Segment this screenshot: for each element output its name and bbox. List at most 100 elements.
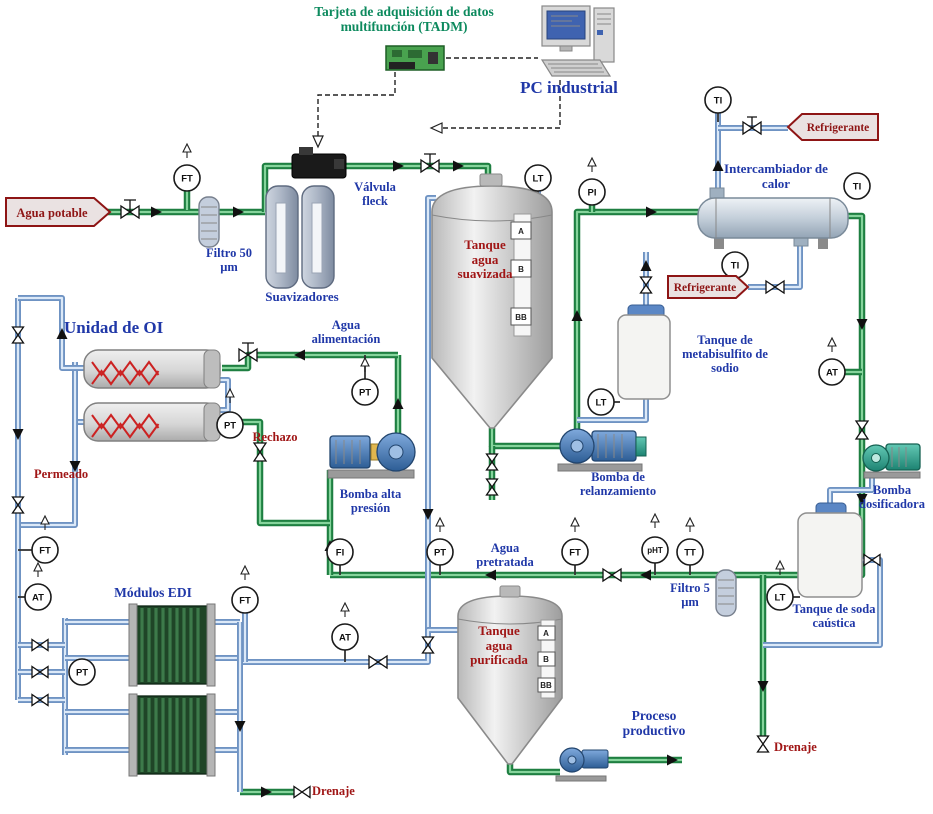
pipe-tank-outlet <box>488 428 560 450</box>
suavizadores-label: Suavizadores <box>265 289 339 304</box>
svg-text:FT: FT <box>39 546 51 557</box>
edi-module-1 <box>128 603 216 687</box>
pipe-soda-suction <box>828 472 874 513</box>
tank-agua-suavizada: A B BB <box>431 173 553 429</box>
tank-agua-purificada: A B BB <box>457 585 563 765</box>
rechazo-label: Rechazo <box>252 430 298 444</box>
valve-tank-inlet <box>420 153 440 174</box>
svg-text:Refrigerante: Refrigerante <box>807 122 870 134</box>
pump-dosificadora <box>862 443 921 479</box>
svg-text:LT: LT <box>775 593 786 604</box>
filter-5um <box>715 569 737 617</box>
pipe-coolant-bottom <box>748 236 803 290</box>
svg-text:PT: PT <box>434 548 446 559</box>
signal-lines <box>312 57 561 149</box>
svg-text:FT: FT <box>569 548 581 559</box>
valve-left-vertical-2 <box>11 496 25 514</box>
pipe-product-out <box>508 764 560 774</box>
filtro-5-label: Filtro 5 µm <box>670 581 710 609</box>
pipe-tank-recirc <box>426 196 436 662</box>
filter-50um <box>198 196 220 248</box>
pipe-product-out <box>506 764 560 776</box>
valve-edi-tie-3 <box>31 693 49 707</box>
drenaje-right-label: Drenaje <box>774 740 817 754</box>
instrument-pht: pHT <box>641 536 669 564</box>
drain-valve-bottom <box>293 785 311 799</box>
drain-valve-right <box>756 735 770 753</box>
pipes <box>15 113 883 796</box>
signal-tadm-to-field <box>317 72 396 136</box>
tadm-board <box>385 45 445 71</box>
flow-arrows <box>12 160 868 798</box>
instrument-at-left: AT <box>24 583 52 611</box>
ro-membrane-2 <box>83 402 221 442</box>
pipe-metabisulfito-out <box>577 398 648 422</box>
tank2-level-a: A <box>543 629 549 638</box>
signal-arrow-down <box>312 135 324 149</box>
industrial-pc <box>540 5 615 77</box>
agua-alimentacion-label: Agua alimentación <box>311 318 381 346</box>
tadm-label: Tarjeta de adquisición de datos multifun… <box>314 4 494 35</box>
tag-agua-potable: Agua potable <box>5 197 112 227</box>
valve-edi-tie-1 <box>31 638 49 652</box>
equipment: A B BB <box>83 5 921 782</box>
intercambiador-label: Intercambiador de calor <box>724 161 828 191</box>
svg-text:Agua potable: Agua potable <box>16 206 88 220</box>
tanque-suavizada-label: Tanque agua suavizada <box>457 237 513 282</box>
filtro-50-label: Filtro 50 µm <box>206 246 252 274</box>
valve-ro-feed <box>238 342 258 363</box>
valve-left-vertical-1 <box>11 326 25 344</box>
pipe-exchanger-out <box>330 214 864 577</box>
instrument-flags <box>33 142 837 617</box>
valves <box>11 116 881 799</box>
tag-refrigerante-bottom: Refrigerante <box>667 275 750 299</box>
valvula-fleck-label: Válvula fleck <box>354 180 396 208</box>
instrument-ft-raw: FT <box>173 164 201 192</box>
instrument-at-right: AT <box>818 358 846 386</box>
valve-edi-tie-2 <box>31 665 49 679</box>
instrument-ft-line: FT <box>561 538 589 566</box>
valve-coolant-bottom <box>765 279 785 295</box>
svg-text:PT: PT <box>359 388 371 399</box>
bomba-dosificadora-label: Bomba dosificadora <box>859 483 925 511</box>
pipe-feed-ro <box>222 353 398 370</box>
metabisulfito-label: Tanque de metabisulfito de sodio <box>682 333 768 375</box>
valve-pretratada-line <box>602 567 622 583</box>
svg-text:Refrigerante: Refrigerante <box>674 282 737 294</box>
pump-relanzamiento <box>557 428 647 472</box>
svg-text:AT: AT <box>826 368 838 379</box>
pump-producto <box>555 747 609 782</box>
tag-boxes: Agua potable Refrigerante Refrigerante <box>5 113 879 299</box>
fleck-valve <box>291 147 347 179</box>
valve-right-line <box>854 420 870 440</box>
valve-edi-product-1 <box>368 654 388 670</box>
ro-membrane-1 <box>83 349 221 389</box>
svg-text:FT: FT <box>239 596 251 607</box>
tank-soda-caustica <box>797 502 863 598</box>
instrument-ft-mid: FT <box>231 586 259 614</box>
pc-label: PC industrial <box>520 78 618 97</box>
valve-edi-product-2 <box>421 636 435 654</box>
valve-tank-drain-1 <box>485 453 499 471</box>
drenaje-bottom-label: Drenaje <box>312 784 355 798</box>
instrument-ft-left: FT <box>31 536 59 564</box>
instrument-at-product: AT <box>331 623 359 651</box>
tank-metabisulfito <box>617 304 671 400</box>
pipe-to-fleck <box>263 164 292 212</box>
modulos-edi-label: Módulos EDI <box>114 585 192 600</box>
valve-soda-side <box>863 553 881 567</box>
instrument-pi: PI <box>578 178 606 206</box>
svg-text:LT: LT <box>596 398 607 409</box>
permeado-label: Permeado <box>34 467 89 481</box>
svg-text:TI: TI <box>714 96 722 107</box>
pipe-pump-discharge <box>575 210 700 429</box>
agua-pretratada-label: Agua pretratada <box>476 541 534 569</box>
instrument-lt-soda: LT <box>766 583 794 611</box>
tank1-level-b: B <box>518 265 524 274</box>
valve-coolant-top <box>742 116 762 136</box>
svg-text:LT: LT <box>533 174 544 185</box>
unidad-oi-label: Unidad de OI <box>64 318 164 337</box>
tag-refrigerante-top: Refrigerante <box>786 113 879 141</box>
instrument-tt: TT <box>676 538 704 566</box>
